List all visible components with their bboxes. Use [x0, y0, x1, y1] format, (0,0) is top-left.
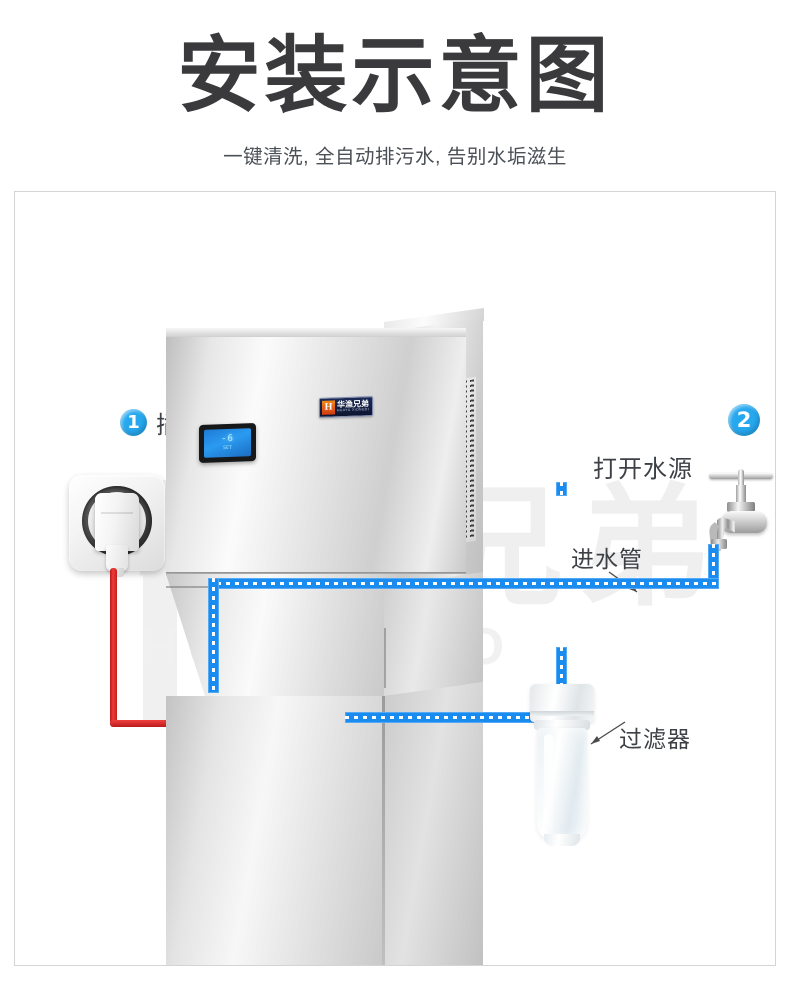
lcd-setpoint-label: SET: [222, 444, 233, 452]
faucet-outlet: [711, 539, 727, 549]
faucet-handle-vertical: [738, 469, 744, 491]
header: 安装示意图 一键清洗, 全自动排污水, 告别水垢滋生: [0, 0, 790, 190]
filter-bowl: [537, 728, 587, 840]
step-2-open-water-source[interactable]: 2: [728, 404, 760, 436]
power-cable-vertical: [110, 568, 117, 726]
filter-bottom: [544, 834, 580, 846]
brand-logo-mark-icon: H: [322, 400, 335, 415]
machine-top-edge: [166, 328, 466, 337]
page-subtitle: 一键清洗, 全自动排污水, 告别水垢滋生: [223, 146, 567, 168]
pipe-down-to-filter: [208, 578, 219, 693]
water-filter-housing: [528, 684, 596, 854]
faucet-nut: [727, 502, 755, 512]
faucet-stem: [736, 485, 746, 509]
plug-tip: [110, 568, 124, 577]
step-2-badge: 2: [728, 404, 760, 436]
pipe-from-faucet: [708, 544, 719, 589]
filter-cap-groove: [530, 711, 594, 716]
filter-collar: [534, 720, 590, 730]
step-2-label: 打开水源: [593, 456, 693, 483]
filter-cap: [530, 684, 594, 722]
label-inlet-pipe: 进水管: [571, 546, 643, 572]
machine-bin-corner-edge: [382, 696, 385, 965]
lcd-temperature-value: -6: [221, 433, 234, 445]
brand-logo-badge: H 华渔兄弟 HUAYU XIONGDI: [319, 396, 373, 418]
diagram-frame: 华宇兄弟 HUAYU XIO 1 插上电源 2 打开水源 3 排出污水 进水管 …: [14, 191, 776, 966]
pipe-filter-inlet-stub: [556, 482, 567, 496]
step-1-badge: 1: [120, 409, 147, 436]
brand-logo-en: HUAYU XIONGDI: [337, 407, 370, 413]
machine-bin-right-panel: [384, 682, 483, 965]
control-panel[interactable]: -6 SET: [199, 423, 256, 463]
pipe-filter-outlet: [556, 647, 567, 712]
pipe-inlet-horizontal: [208, 578, 719, 589]
machine-right-mid-panel: [384, 572, 483, 696]
power-cable-horizontal: [110, 720, 198, 727]
faucet-icon[interactable]: [705, 469, 775, 553]
ice-machine: -6 SET H 华渔兄弟 HUAYU XIONGDI: [144, 307, 494, 965]
power-socket[interactable]: [69, 475, 165, 577]
label-filter: 过滤器: [619, 726, 691, 752]
machine-door-seam: [384, 628, 386, 688]
power-plug-icon[interactable]: [95, 493, 139, 551]
lcd-display: -6 SET: [204, 428, 251, 458]
pipe-to-machine-inlet: [345, 712, 567, 723]
plug-neck: [106, 545, 128, 571]
page-title: 安装示意图: [177, 29, 613, 122]
filter-leader-line: [590, 721, 626, 745]
